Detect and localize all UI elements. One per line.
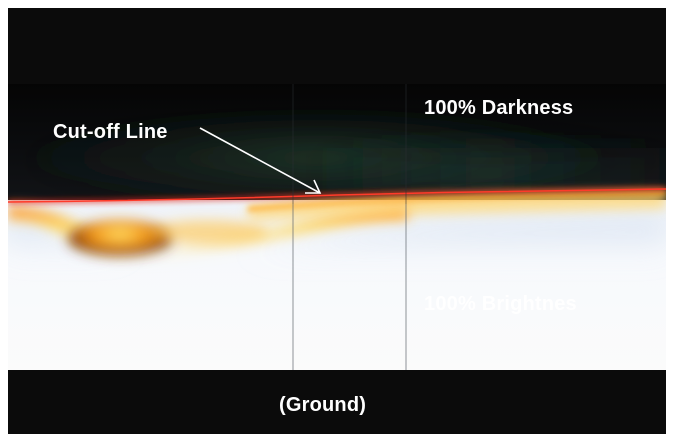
top-black-band xyxy=(8,8,666,88)
headlamp-beam-photo: 100% Darkness 100% Brightnes Cut-off Lin… xyxy=(8,8,666,434)
darkness-label: 100% Darkness xyxy=(424,97,574,119)
ground-band xyxy=(8,370,666,434)
cutoff-line-label: Cut-off Line xyxy=(53,121,168,143)
beam-pattern-scene xyxy=(8,8,666,434)
ground-label: (Ground) xyxy=(279,394,367,416)
brightness-label: 100% Brightnes xyxy=(424,293,577,315)
cutoff-arrow xyxy=(199,127,322,194)
